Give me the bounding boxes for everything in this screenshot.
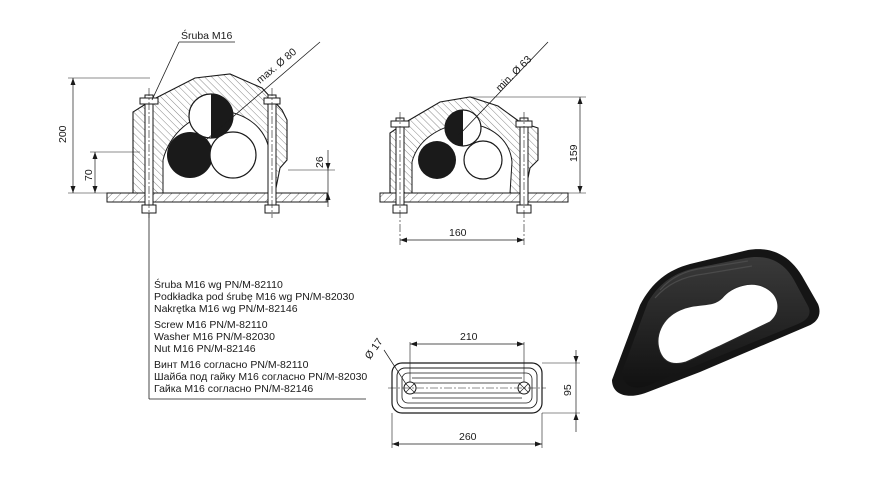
front-view-right	[379, 96, 569, 245]
dim-70-label: 70	[83, 169, 95, 181]
dimension-26: 26	[288, 150, 335, 207]
note-line-5: Washer M16 PN/M-82030	[154, 331, 275, 343]
dim-26-label: 26	[314, 156, 326, 168]
screw-callout: Śruba M16	[151, 29, 235, 101]
dimension-70: 70	[83, 151, 140, 193]
base-plate-right	[379, 192, 569, 203]
screw-callout-label: Śruba M16	[181, 29, 233, 42]
dim-160-label: 160	[449, 227, 467, 239]
dim-210-label: 210	[460, 331, 478, 343]
front-view-left	[106, 73, 328, 218]
dim-159-label: 159	[568, 144, 580, 162]
hole-diameter-label: Ø 17	[363, 336, 386, 362]
dimension-160: 160	[400, 227, 524, 243]
note-line-9: Гайка M16 согласно PN/M-82146	[154, 383, 313, 395]
dimension-260: 260	[391, 413, 543, 448]
dimension-95: 95	[542, 350, 580, 432]
dimension-200: 200	[57, 77, 150, 194]
note-line-3: Nakrętka M16 wg PN/M-82146	[154, 303, 298, 315]
note-line-2: Podkładka pod śrubę M16 wg PN/M-82030	[154, 291, 354, 303]
notes-leader	[148, 213, 366, 400]
plan-view	[388, 362, 546, 414]
dimension-210: 210	[409, 331, 525, 382]
note-line-7: Винт M16 согласно PN/M-82110	[154, 359, 309, 371]
dim-260-label: 260	[459, 431, 477, 443]
min-diameter-label: min. Ø 63	[494, 53, 535, 94]
dim-200-label: 200	[57, 125, 69, 143]
dim-95-label: 95	[562, 384, 574, 396]
note-line-6: Nut M16 PN/M-82146	[154, 343, 256, 355]
note-line-1: Śruba M16 wg PN/M-82110	[154, 278, 283, 291]
note-line-4: Screw M16 PN/M-82110	[154, 319, 268, 331]
note-line-8: Шайба под гайку M16 согласно PN/M-82030	[154, 371, 367, 383]
base-plate	[106, 192, 328, 203]
product-render	[612, 249, 820, 396]
fastener-notes: Śruba M16 wg PN/M-82110 Podkładka pod śr…	[154, 278, 367, 395]
dimension-159: 159	[470, 96, 586, 194]
